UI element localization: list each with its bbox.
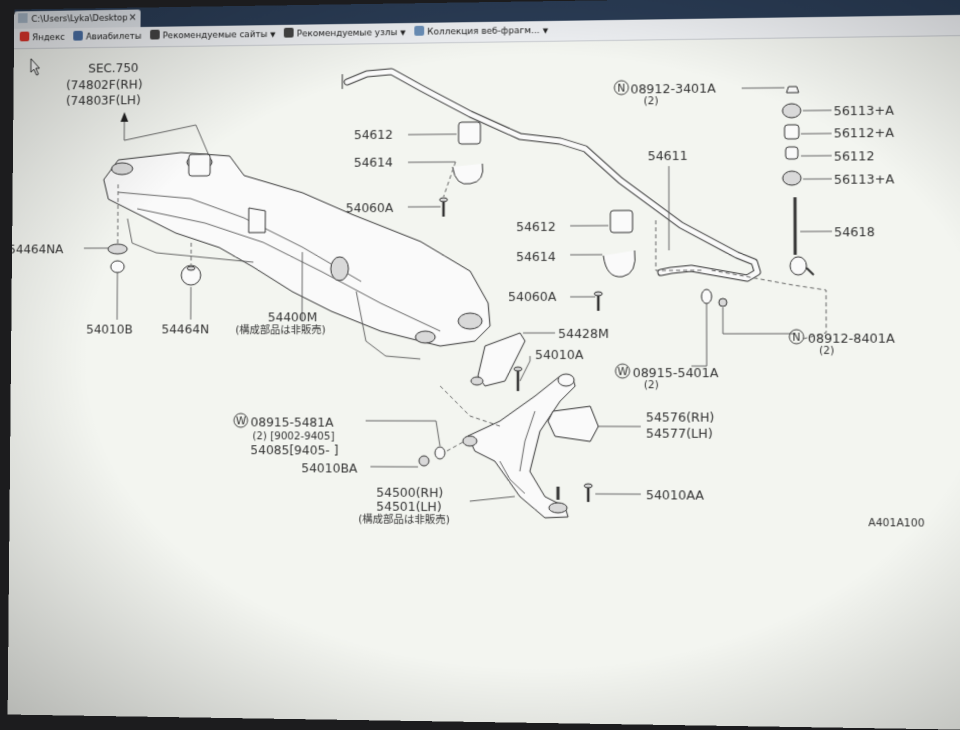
nut-54010b — [111, 261, 125, 273]
tab-title: C:\Users\Lyka\Desktop\D69... — [31, 10, 127, 29]
label-54400m-note: (構成部品は非販売) — [235, 323, 325, 336]
bing-icon — [150, 30, 160, 40]
bushing-54612-b — [610, 210, 632, 232]
chevron-down-icon: ▼ — [270, 31, 275, 39]
label-54614-b: 54614 — [516, 250, 556, 264]
label-54010ba: 54010BA — [301, 461, 358, 475]
document-viewer: SEC.750 (74802F(RH) (74803F(LH) — [8, 36, 960, 730]
label-54060a-a: 54060A — [346, 201, 394, 215]
plane-icon — [73, 31, 83, 41]
figure-id: A401A100 — [868, 517, 924, 530]
label-56112a: 56112+A — [834, 126, 895, 141]
label-54010aa: 54010AA — [646, 488, 705, 503]
link-hardware-stack — [782, 86, 813, 275]
washer-08915-5401a — [701, 289, 711, 303]
chevron-down-icon: ▼ — [543, 27, 548, 35]
label-54060a-b: 54060A — [508, 290, 557, 304]
label-54464na: 54464NA — [8, 242, 64, 256]
nut-08912-8401a — [719, 298, 727, 306]
label-54612-b: 54612 — [516, 220, 556, 234]
svg-text:W: W — [617, 366, 627, 378]
bushing-54612-a — [459, 122, 481, 144]
label-54500-note: (構成部品は非販売) — [358, 512, 449, 526]
label-08915-5481a-qty: (2) [9002-9405] — [252, 430, 334, 442]
label-08912-3401a-qty: (2) — [644, 95, 659, 107]
label-54576: 54576(RH) — [646, 410, 715, 425]
label-54611: 54611 — [648, 149, 688, 164]
label-54428m: 54428M — [558, 327, 609, 341]
label-54464n: 54464N — [161, 322, 209, 336]
clamp-54614-a — [453, 164, 483, 184]
label-54618: 54618 — [834, 225, 875, 240]
label-56113a-bot: 56113+A — [834, 172, 895, 187]
favorite-recommended-sites[interactable]: Рекомендуемые сайты▼ — [150, 25, 276, 46]
favorite-yandex[interactable]: Яндекс — [20, 28, 65, 48]
up-arrow-icon — [121, 112, 129, 122]
label-08915-5481a: 08915-5481A — [250, 415, 334, 429]
favorite-recommended-nodes[interactable]: Рекомендуемые узлы▼ — [284, 23, 406, 44]
section-ref: SEC.750 — [88, 61, 138, 75]
label-54501: 54501(LH) — [376, 499, 441, 514]
nut-54010ba — [419, 456, 429, 466]
bing-icon — [284, 28, 294, 38]
label-54085: 54085[9405- ] — [250, 443, 338, 457]
washer-08915-5481a — [435, 447, 445, 459]
section-ref-rh: (74802F(RH) — [66, 78, 143, 93]
label-56113a-top: 56113+A — [834, 103, 895, 118]
clamp-54614-b — [603, 250, 635, 276]
favorite-web-slices[interactable]: Коллекция веб-фрагм...▼ — [414, 21, 548, 43]
label-54010a: 54010A — [535, 348, 584, 362]
svg-text:N: N — [792, 331, 800, 343]
label-08912-8401a-qty: (2) — [819, 345, 834, 357]
label-54614-a: 54614 — [354, 155, 393, 169]
parts-diagram: SEC.750 (74802F(RH) (74803F(LH) — [8, 36, 960, 730]
favorite-aviabilety[interactable]: Авиабилеты — [73, 27, 141, 47]
yandex-icon — [20, 32, 30, 42]
svg-text:N: N — [617, 82, 625, 94]
mouse-cursor-icon — [31, 59, 40, 76]
label-54500: 54500(RH) — [376, 485, 443, 500]
page-icon — [18, 13, 28, 23]
label-54577: 54577(LH) — [646, 426, 713, 441]
label-08915-5401a-qty: (2) — [644, 379, 659, 391]
label-56112: 56112 — [834, 149, 875, 164]
bushing-54464na — [108, 244, 127, 254]
label-54612-a: 54612 — [354, 128, 393, 142]
tab-close-icon[interactable]: × — [129, 10, 137, 28]
browser-tab[interactable]: C:\Users\Lyka\Desktop\D69... × — [14, 9, 141, 28]
bracket-54576 — [548, 406, 598, 441]
chevron-down-icon: ▼ — [400, 29, 405, 37]
label-54400m: 54400M — [268, 310, 318, 324]
webslice-icon — [414, 26, 424, 36]
monitor-screen: C:\Users\Lyka\Desktop\D69... × Яндекс Ав… — [8, 0, 960, 730]
section-ref-lh: (74803F(LH) — [66, 93, 141, 108]
svg-text:W: W — [236, 415, 246, 427]
label-54010b: 54010B — [86, 322, 133, 336]
